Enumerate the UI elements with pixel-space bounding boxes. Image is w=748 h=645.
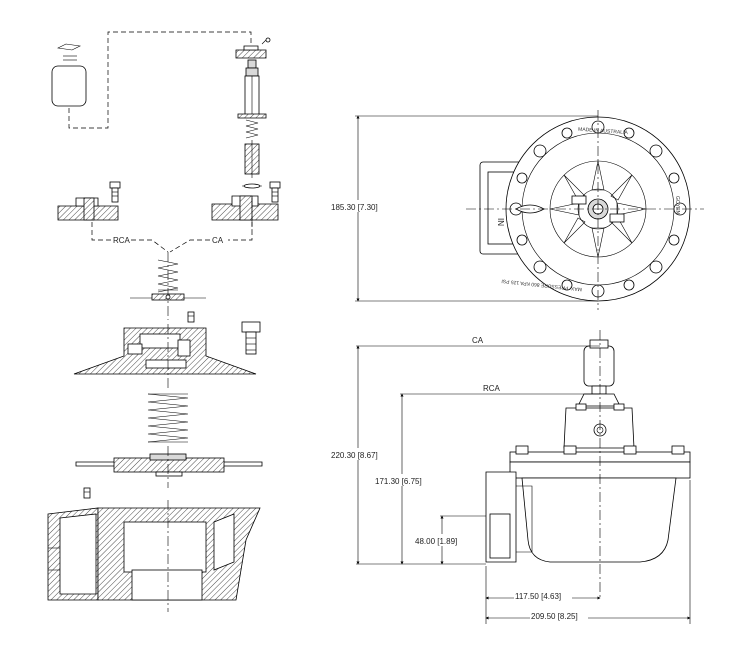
coil-part xyxy=(51,31,252,129)
dim-total-height: 220.30 [8.67] xyxy=(331,451,378,460)
main-diaphragm xyxy=(75,446,263,488)
dim-top-height: 185.30 [7.30] xyxy=(331,203,378,212)
pilot-base-rca xyxy=(57,181,121,221)
cover-bolts xyxy=(509,120,687,298)
dim-rca-height: 171.30 [6.75] xyxy=(375,477,422,486)
dim-center-width: 117.50 [4.63] xyxy=(515,592,561,601)
main-spring xyxy=(147,393,189,443)
pilot-ribs xyxy=(549,160,647,258)
exploded-view: RCA CA xyxy=(47,31,281,612)
valve-body xyxy=(47,500,261,612)
flange-nuts xyxy=(515,403,685,455)
cover-screws xyxy=(187,311,261,355)
top-view: IN xyxy=(330,110,704,310)
valve-cover xyxy=(73,324,257,390)
body-mark-in: IN xyxy=(496,218,505,226)
label-ca-exploded: CA xyxy=(212,236,224,245)
body-screw xyxy=(83,487,91,499)
side-view: CA RCA 220.30 [8.67] 171.30 [6.75] 48.00… xyxy=(330,330,691,624)
label-rca-exploded: RCA xyxy=(113,236,131,245)
dim-inlet-height: 48.00 [1.89] xyxy=(415,537,457,546)
label-ca-side: CA xyxy=(472,336,484,345)
label-rca-side: RCA xyxy=(483,384,501,393)
stamp-made-in: MADE IN AUSTRALIA xyxy=(578,127,629,137)
rca-ca-selector: RCA CA xyxy=(91,222,253,253)
dim-total-width: 209.50 [8.25] xyxy=(531,612,578,621)
pilot-base-ca xyxy=(211,181,281,230)
small-diaphragm xyxy=(130,252,206,320)
stamp-brand: GOYEN xyxy=(674,196,680,214)
pilot-assembly xyxy=(235,37,271,189)
